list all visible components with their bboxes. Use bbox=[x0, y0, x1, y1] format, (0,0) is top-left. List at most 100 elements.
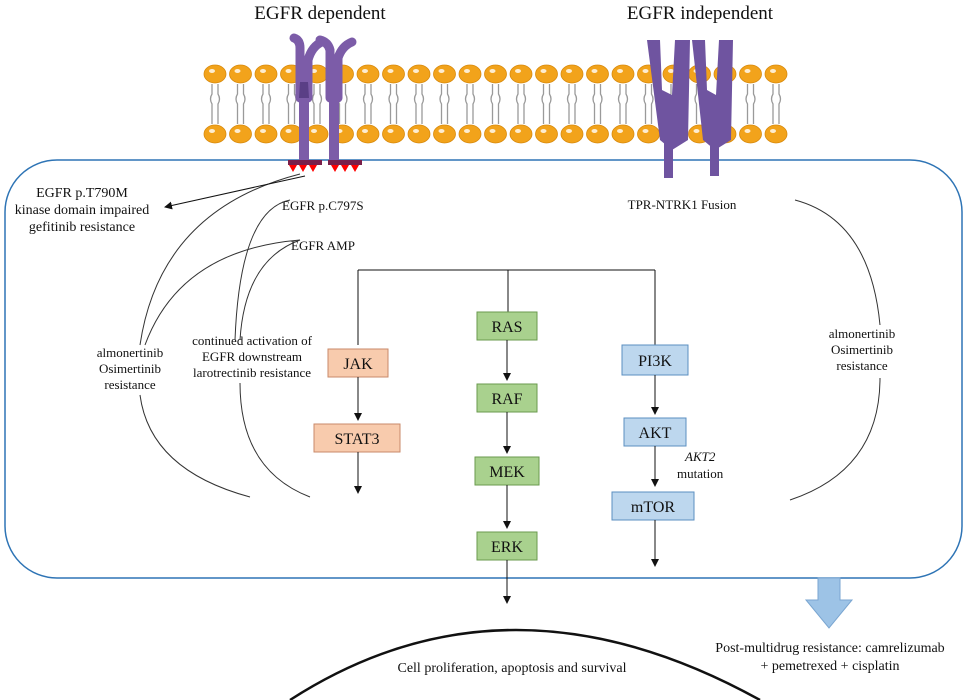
lipid-head bbox=[484, 64, 507, 84]
lipid-head bbox=[433, 64, 456, 84]
svg-text:ERK: ERK bbox=[491, 539, 523, 556]
lipid-head-highlight bbox=[489, 129, 496, 133]
lipid-head-highlight bbox=[209, 129, 215, 133]
lipid-head bbox=[356, 64, 380, 84]
lipid-head bbox=[484, 124, 507, 144]
lipid-head-highlight bbox=[387, 69, 394, 73]
lipid-tail bbox=[566, 84, 578, 124]
lipid-head-highlight bbox=[515, 69, 521, 73]
lipid-head bbox=[203, 64, 227, 84]
lipid-head bbox=[611, 124, 635, 144]
lipid-head-highlight bbox=[438, 129, 445, 133]
lipid-head-highlight bbox=[617, 69, 623, 73]
svg-text:STAT3: STAT3 bbox=[335, 431, 380, 448]
lipid-head bbox=[739, 64, 762, 84]
ras-box: RAS bbox=[476, 311, 538, 341]
lipid-bilayer-membrane bbox=[203, 64, 788, 144]
lipid-tail bbox=[235, 84, 246, 124]
lipid-head-highlight bbox=[413, 69, 419, 73]
post-resistance-arrow-icon bbox=[804, 577, 854, 629]
pathway-branch-lines bbox=[357, 269, 656, 345]
egfr-receptor-left bbox=[289, 33, 327, 162]
lipid-head bbox=[586, 64, 609, 84]
lipid-head-highlight bbox=[693, 129, 700, 133]
post-resistance-line-1: Post-multidrug resistance: camrelizumab bbox=[715, 641, 944, 656]
lipid-head-highlight bbox=[209, 69, 215, 73]
svg-text:Osimertinib: Osimertinib bbox=[831, 342, 893, 357]
svg-text:mTOR: mTOR bbox=[631, 499, 675, 516]
svg-text:resistance: resistance bbox=[836, 358, 887, 373]
lipid-tail bbox=[260, 84, 272, 124]
lipid-head bbox=[560, 124, 584, 144]
cell-boundary bbox=[4, 159, 963, 579]
egfr-c797s-label: EGFR p.C797S bbox=[282, 198, 364, 213]
lipid-tail bbox=[286, 84, 297, 124]
pi3k-box: PI3K bbox=[621, 344, 689, 376]
right-resistance-label: almonertinib Osimertinib resistance bbox=[829, 326, 895, 373]
lipid-head bbox=[356, 124, 380, 144]
lipid-head bbox=[509, 64, 533, 84]
svg-text:gefitinib resistance: gefitinib resistance bbox=[29, 220, 135, 235]
raf-box: RAF bbox=[476, 383, 538, 413]
lipid-head-highlight bbox=[591, 69, 598, 73]
ntrk1-fusion-receptor bbox=[647, 40, 733, 178]
tpr-ntrk1-fusion-label: TPR-NTRK1 Fusion bbox=[628, 197, 737, 212]
lipid-tail bbox=[745, 84, 756, 124]
svg-text:EGFR p.T790M: EGFR p.T790M bbox=[36, 186, 128, 201]
egfr-receptor-right bbox=[315, 35, 357, 162]
continued-activation-label: continued activation of EGFR downstream … bbox=[192, 333, 313, 380]
lipid-tail bbox=[388, 84, 399, 124]
akt2-mutation-label: mutation bbox=[677, 466, 724, 481]
lipid-head bbox=[305, 124, 329, 144]
lipid-tail bbox=[209, 84, 221, 124]
lipid-head-highlight bbox=[566, 129, 572, 133]
lipid-head-highlight bbox=[617, 129, 623, 133]
nucleus-arc bbox=[289, 628, 761, 700]
lipid-head-highlight bbox=[260, 129, 266, 133]
nucleus-outcome-label: Cell proliferation, apoptosis and surviv… bbox=[397, 661, 626, 676]
erk-box: ERK bbox=[476, 531, 538, 561]
lipid-head-highlight bbox=[311, 129, 317, 133]
post-resistance-line-2: + pemetrexed + cisplatin bbox=[760, 659, 899, 674]
lipid-tail bbox=[541, 84, 552, 124]
svg-text:kinase domain impaired: kinase domain impaired bbox=[15, 203, 150, 218]
lipid-head-highlight bbox=[515, 129, 521, 133]
lipid-tail bbox=[490, 84, 501, 124]
lipid-head-highlight bbox=[234, 129, 241, 133]
svg-text:RAF: RAF bbox=[491, 391, 522, 408]
svg-text:MEK: MEK bbox=[489, 464, 525, 481]
stat3-box: STAT3 bbox=[313, 423, 401, 453]
t790m-arrow bbox=[164, 175, 306, 210]
lipid-tail bbox=[362, 84, 374, 124]
lipid-head bbox=[560, 64, 584, 84]
lipid-head-highlight bbox=[566, 69, 572, 73]
lipid-head-highlight bbox=[770, 69, 776, 73]
lipid-head bbox=[611, 64, 635, 84]
lipid-head-highlight bbox=[285, 129, 292, 133]
lipid-head-highlight bbox=[438, 69, 445, 73]
lipid-tail bbox=[643, 84, 654, 124]
akt-box: AKT bbox=[623, 417, 687, 447]
lipid-head bbox=[382, 64, 405, 84]
lipid-tail bbox=[770, 84, 782, 124]
svg-text:continued activation of: continued activation of bbox=[192, 333, 313, 348]
akt2-gene-label: AKT2 bbox=[684, 449, 716, 464]
lipid-head bbox=[203, 124, 227, 144]
header-egfr-dependent: EGFR dependent bbox=[254, 3, 386, 24]
lipid-tail bbox=[464, 84, 476, 124]
jak-box: JAK bbox=[327, 348, 389, 378]
egfr-amp-label: EGFR AMP bbox=[291, 238, 355, 253]
lipid-head bbox=[739, 124, 762, 144]
lipid-head bbox=[229, 124, 252, 144]
lipid-head-highlight bbox=[362, 129, 368, 133]
lipid-head bbox=[764, 64, 788, 84]
right-curve-connectors bbox=[789, 199, 881, 501]
lipid-head-highlight bbox=[591, 129, 598, 133]
svg-text:resistance: resistance bbox=[104, 377, 155, 392]
lipid-head-highlight bbox=[464, 69, 470, 73]
lipid-tail bbox=[592, 84, 603, 124]
lipid-head bbox=[458, 64, 482, 84]
lipid-head-highlight bbox=[642, 69, 649, 73]
mek-box: MEK bbox=[474, 456, 540, 486]
